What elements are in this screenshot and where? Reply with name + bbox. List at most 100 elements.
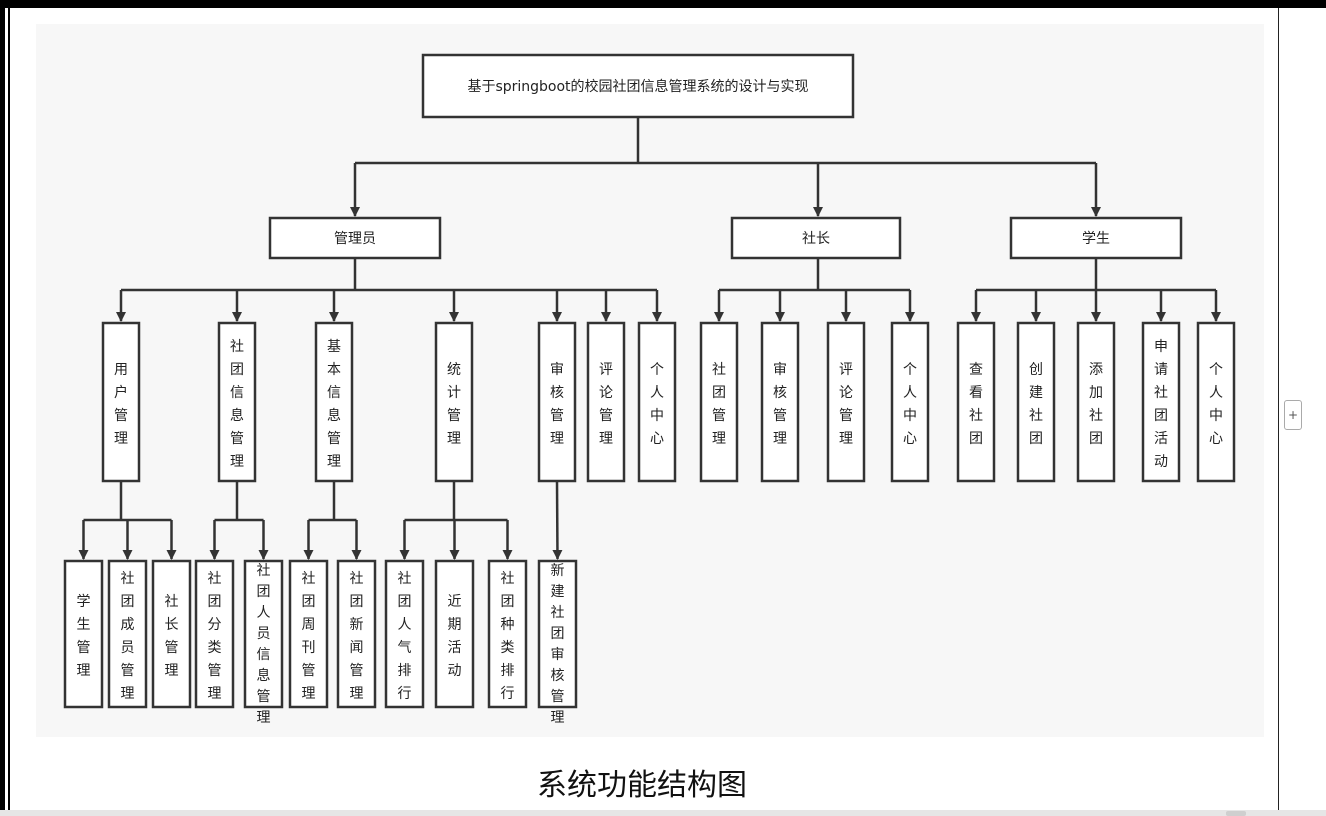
- level2-node-2-label-char: 信: [327, 385, 341, 401]
- level3-node-5: [288, 559, 329, 709]
- level3-node-8: [434, 559, 475, 709]
- level2-node-13-label-char: 社: [1089, 408, 1103, 424]
- level3-node-3-label-char: 团: [208, 594, 222, 610]
- level2-node-3-label-char: 理: [447, 431, 461, 447]
- level3-node-0-label-char: 管: [77, 640, 91, 656]
- level3-node-3: [194, 559, 235, 709]
- level3-node-6-label-char: 新: [350, 617, 364, 633]
- level3-node-4-label-char: 息: [257, 667, 271, 684]
- level1-node-2: [1009, 216, 1183, 260]
- level2-node-10-label-char: 人: [903, 385, 917, 401]
- level2-node-3-label-char: 管: [447, 408, 461, 424]
- level2-node-10: [890, 321, 930, 483]
- level2-node-2-label-char: 基: [327, 338, 341, 355]
- level2-node-14-label-char: 社: [1154, 385, 1168, 401]
- level3-node-10: [537, 559, 578, 709]
- level3-node-5-label-char: 社: [302, 571, 316, 587]
- level3-node-0: [63, 559, 104, 709]
- level3-node-7-label-char: 行: [398, 686, 412, 702]
- level2-node-9-label-char: 评: [839, 362, 853, 378]
- level3-node-3-label-char: 管: [208, 663, 222, 679]
- level2-node-14-label-char: 请: [1154, 362, 1168, 378]
- level2-node-10-label-char: 中: [903, 408, 917, 424]
- level2-node-15-label-char: 个: [1209, 362, 1223, 378]
- level3-node-8-label-char: 期: [448, 617, 462, 633]
- level3-node-0-label-char: 生: [77, 617, 91, 633]
- level3-node-5-label-char: 理: [302, 686, 316, 702]
- level2-node-1-label-char: 理: [230, 454, 244, 470]
- level2-node-11-label-char: 团: [969, 431, 983, 447]
- level3-node-10-label-char: 建: [551, 584, 565, 600]
- expand-plus-button[interactable]: +: [1284, 400, 1302, 430]
- level3-node-3-label-char: 类: [208, 640, 222, 656]
- level2-node-2-label-char: 管: [327, 431, 341, 447]
- level3-node-6-label-char: 管: [350, 663, 364, 679]
- level3-node-7-label-char: 排: [398, 663, 412, 679]
- root-node-label: 基于springboot的校园社团信息管理系统的设计与实现: [467, 78, 808, 95]
- level2-node-14-label-char: 活: [1154, 431, 1168, 447]
- level2-node-8-label-char: 理: [773, 431, 787, 447]
- level3-node-4-label-char: 社: [257, 563, 271, 579]
- level3-node-2-label-char: 社: [165, 594, 179, 610]
- level2-node-15: [1196, 321, 1236, 483]
- level2-node-11-label-char: 查: [969, 362, 983, 378]
- level2-node-6-label-char: 中: [650, 408, 664, 424]
- level2-node-4-label-char: 理: [550, 431, 564, 447]
- level2-node-15-label-char: 心: [1209, 431, 1223, 447]
- level2-node-3: [434, 321, 474, 483]
- scrollbar-thumb[interactable]: [1226, 811, 1246, 816]
- level3-node-4: [243, 559, 284, 709]
- level2-node-9-label-char: 理: [839, 431, 853, 447]
- level2-node-2-label-char: 本: [327, 362, 341, 378]
- level3-node-10-label-char: 管: [551, 689, 565, 705]
- level3-node-6: [336, 559, 377, 709]
- level2-node-14-label-char: 动: [1154, 454, 1168, 470]
- top-border: [0, 0, 1326, 8]
- level2-node-5-label-char: 评: [599, 362, 613, 378]
- level1-node-1: [730, 216, 902, 260]
- level3-node-6-label-char: 闻: [350, 640, 364, 656]
- level2-node-14-label-char: 申: [1154, 339, 1168, 355]
- level3-node-1: [107, 559, 148, 709]
- level3-node-5-label-char: 刊: [302, 640, 316, 656]
- level3-node-4-label-char: 信: [257, 647, 271, 663]
- level2-node-7-label-char: 管: [712, 408, 726, 424]
- level2-node-7-label-char: 理: [712, 431, 726, 447]
- level3-node-1-label-char: 团: [121, 594, 135, 610]
- level2-node-8-label-char: 审: [773, 362, 787, 378]
- root-node: [421, 53, 855, 119]
- level3-node-7: [384, 559, 425, 709]
- level1-node-2-label: 学生: [1082, 231, 1110, 247]
- level2-node-6-label-char: 心: [650, 431, 664, 447]
- level2-node-8-label-char: 管: [773, 408, 787, 424]
- level3-node-5-label-char: 管: [302, 663, 316, 679]
- level2-node-11-label-char: 社: [969, 408, 983, 424]
- level2-node-11: [956, 321, 996, 483]
- level3-node-7-label-char: 人: [398, 617, 412, 633]
- level2-node-13: [1076, 321, 1116, 483]
- level2-node-3-label-char: 计: [447, 385, 461, 401]
- level2-node-4-label-char: 核: [550, 385, 564, 401]
- level3-node-0-label-char: 学: [77, 594, 91, 610]
- level3-node-10-label-char: 理: [551, 710, 565, 726]
- level3-node-6-label-char: 团: [350, 594, 364, 610]
- left-border-inner: [8, 8, 10, 816]
- level3-node-2-label-char: 理: [165, 663, 179, 679]
- horizontal-scrollbar[interactable]: [0, 810, 1326, 816]
- level3-node-9-label-char: 种: [501, 617, 515, 633]
- level3-node-8-label-char: 活: [448, 640, 462, 656]
- level3-node-4-label-char: 员: [257, 626, 271, 642]
- level3-node-2-label-char: 管: [165, 640, 179, 656]
- level2-node-13-label-char: 团: [1089, 431, 1103, 447]
- level2-node-15-label-char: 中: [1209, 408, 1223, 424]
- level3-node-7-label-char: 团: [398, 594, 412, 610]
- level3-node-6-label-char: 社: [350, 571, 364, 587]
- level2-node-4-label-char: 管: [550, 408, 564, 424]
- level3-node-1-label-char: 成: [121, 617, 135, 633]
- figure-caption: 系统功能结构图: [537, 768, 747, 803]
- level2-node-10-label-char: 个: [903, 362, 917, 378]
- level2-node-1: [217, 321, 257, 483]
- level2-node-0-label-char: 用: [114, 362, 128, 378]
- level3-node-3-label-char: 分: [208, 617, 222, 633]
